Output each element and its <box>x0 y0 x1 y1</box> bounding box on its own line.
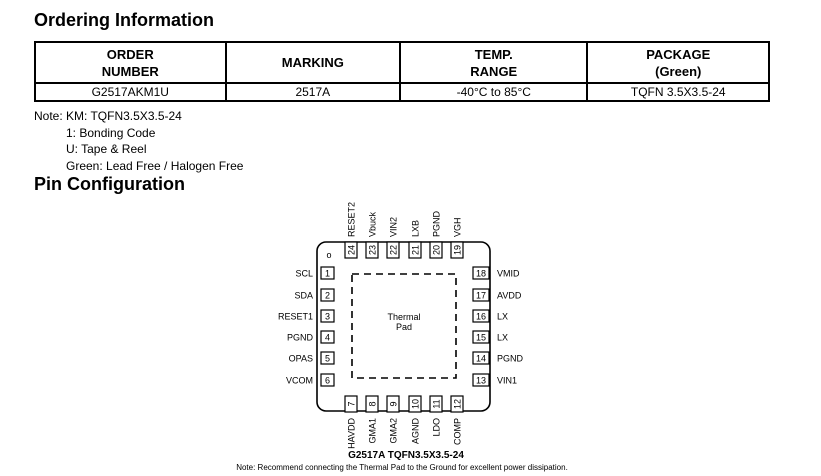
note-line: U: Tape & Reel <box>66 142 147 156</box>
pin-box <box>408 241 422 259</box>
pin-box <box>344 241 358 259</box>
thermal-pad-footnote: Note: Recommend connecting the Thermal P… <box>236 463 568 472</box>
pin-box <box>472 288 490 302</box>
pin-name: COMP <box>453 418 463 445</box>
pin-name: LX <box>497 312 508 322</box>
pin-name: LXB <box>411 220 421 237</box>
pin-number: 21 <box>411 245 421 255</box>
pin-box <box>365 241 379 259</box>
pin-name: VGH <box>453 217 463 237</box>
pin-number: 15 <box>476 333 486 343</box>
pin-box <box>408 395 422 413</box>
pin-name: LX <box>497 333 508 343</box>
pin-box <box>472 309 490 323</box>
package-body <box>316 241 491 412</box>
pin-box <box>429 395 443 413</box>
pin-name: VIN2 <box>389 217 399 237</box>
pin-box <box>472 330 490 344</box>
pin-box <box>320 330 335 344</box>
pin-number: 3 <box>325 312 330 322</box>
pin-number: 2 <box>325 291 330 301</box>
pin-box <box>320 266 335 280</box>
package-caption: G2517A TQFN3.5X3.5-24 <box>348 450 464 461</box>
pin-name: PGND <box>497 354 524 364</box>
pin-number: 23 <box>368 245 378 255</box>
pin-name: AVDD <box>497 291 522 301</box>
cell-temp-range: -40°C to 85°C <box>399 82 589 102</box>
pin-name: SDA <box>294 291 313 301</box>
pin-name: GMA1 <box>368 418 378 444</box>
pin-box <box>386 395 400 413</box>
thermal-pad-label: Pad <box>396 322 412 332</box>
pin-name: GMA2 <box>389 418 399 444</box>
pin-number: 20 <box>432 245 442 255</box>
pin-number: 17 <box>476 291 486 301</box>
pin-box <box>320 373 335 387</box>
pin-number: 10 <box>411 399 421 409</box>
col-header-marking: MARKING <box>224 41 402 84</box>
pin-number: 16 <box>476 312 486 322</box>
pin-name: HAVDD <box>347 418 357 449</box>
pin-box <box>472 373 490 387</box>
table-row: G2517AKM1U 2517A -40°C to 85°C TQFN 3.5X… <box>34 82 770 102</box>
ordering-notes: Note: KM: TQFN3.5X3.5-24 1: Bonding Code… <box>34 108 243 174</box>
pin-number: 4 <box>325 333 330 343</box>
col-header-package: PACKAGE(Green) <box>586 41 770 84</box>
pin-name: PGND <box>287 333 314 343</box>
pin-number: 19 <box>453 245 463 255</box>
pin-box <box>429 241 443 259</box>
pin-name: PGND <box>432 210 442 237</box>
pin-number: 18 <box>476 269 486 279</box>
pin-name: VCOM <box>286 376 313 386</box>
pin-name: RESET2 <box>347 202 357 237</box>
thermal-pad-outline <box>351 273 457 379</box>
pin-number: 11 <box>432 399 442 408</box>
pin-number: 5 <box>325 354 330 364</box>
pin-name: RESET1 <box>278 312 313 322</box>
pin-box <box>450 241 464 259</box>
pin-box <box>344 395 358 413</box>
pin-name: OPAS <box>289 354 313 364</box>
pin-name: LDO <box>432 418 442 437</box>
pin-box <box>320 309 335 323</box>
pin-name: VIN1 <box>497 376 517 386</box>
col-header-temp-range: TEMP.RANGE <box>399 41 589 84</box>
cell-order-number: G2517AKM1U <box>34 82 227 102</box>
pin-number: 7 <box>347 401 357 406</box>
pin-number: 22 <box>389 245 399 255</box>
pin1-marker: o <box>326 250 331 260</box>
pin-name: Vbuck <box>368 211 378 237</box>
cell-package: TQFN 3.5X3.5-24 <box>586 82 770 102</box>
pin-name: SCL <box>295 269 313 279</box>
pin-box <box>386 241 400 259</box>
pin-number: 12 <box>453 399 463 409</box>
pin-config-title: Pin Configuration <box>34 174 185 194</box>
pin-number: 8 <box>368 401 378 406</box>
pin-number: 6 <box>325 376 330 386</box>
thermal-pad-label: Thermal <box>387 312 420 322</box>
pin-name: VMID <box>497 269 520 279</box>
pin-box <box>320 351 335 365</box>
pin-number: 9 <box>389 401 399 406</box>
pin-number: 24 <box>347 245 357 255</box>
pin-box <box>320 288 335 302</box>
note-line: 1: Bonding Code <box>66 125 156 140</box>
pin-box <box>450 395 464 413</box>
note-line: Note: KM: TQFN3.5X3.5-24 <box>34 109 182 123</box>
note-line: Green: Lead Free / Halogen Free <box>66 158 244 173</box>
pin-number: 13 <box>476 376 486 386</box>
pin-box <box>472 351 490 365</box>
cell-marking: 2517A <box>224 82 402 102</box>
pin-box <box>365 395 379 413</box>
ordering-info-title: Ordering Information <box>34 10 214 30</box>
pin-number: 1 <box>325 269 330 279</box>
pin-box <box>472 266 490 280</box>
pin-name: AGND <box>411 418 421 445</box>
pin-number: 14 <box>476 354 486 364</box>
